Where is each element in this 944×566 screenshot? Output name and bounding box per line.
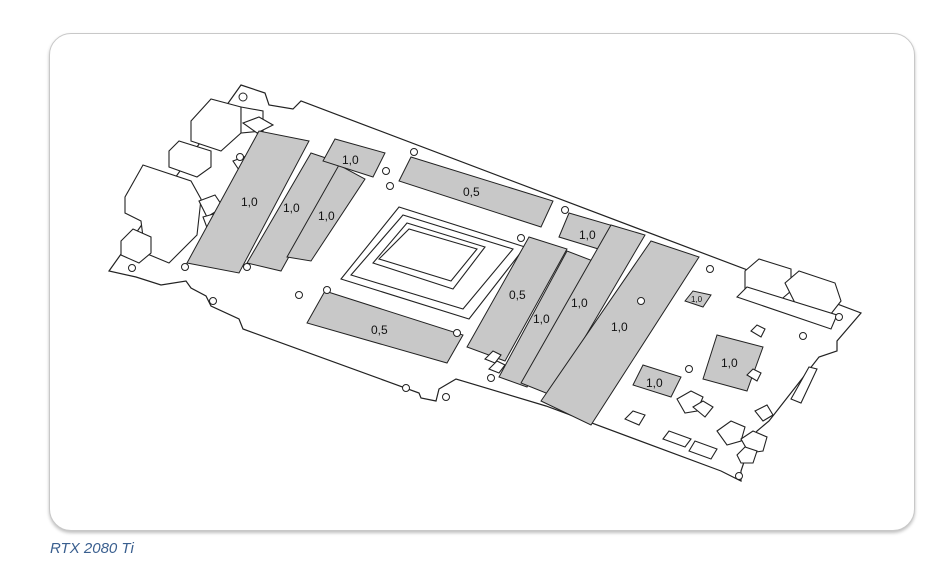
mounting-holes: [128, 92, 843, 480]
thermal-pad-bottom-center: [306, 290, 464, 364]
thermal-pad-top-center: [398, 156, 554, 228]
pad-label-mid-right: 1,0: [721, 356, 738, 370]
diagram-frame: 1,0 1,0 1,0 1,0 0,5 0,5 1,0 0,5 1,0 1,0 …: [49, 33, 915, 531]
pad-label-left-1: 1,0: [241, 195, 258, 209]
pad-label-top-center: 0,5: [463, 185, 480, 199]
thermal-pad-left-1: [186, 130, 310, 274]
gpu-board-diagram: 1,0 1,0 1,0 1,0 0,5 0,5 1,0 0,5 1,0 1,0 …: [107, 84, 863, 482]
gpu-die: [340, 206, 526, 320]
pad-labels: 1,0 1,0 1,0 1,0 0,5 0,5 1,0 0,5 1,0 1,0 …: [241, 153, 738, 390]
thermal-pad-left-top: [322, 138, 386, 178]
pad-label-left-2: 1,0: [283, 201, 300, 215]
thermal-pad-right-b: [520, 224, 646, 396]
pad-label-left-top: 1,0: [342, 153, 359, 167]
pad-label-bottom-center: 0,5: [371, 323, 388, 337]
thermal-pad-left-3: [286, 164, 366, 262]
pad-label-right-half: 0,5: [509, 288, 526, 302]
right-components: [484, 258, 842, 464]
pad-label-right-a: 1,0: [533, 312, 550, 326]
pad-label-tiny: 1,0: [691, 295, 703, 304]
thermal-pads: [186, 130, 764, 426]
pad-label-right-small: 1,0: [579, 228, 596, 242]
pad-label-left-3: 1,0: [318, 209, 335, 223]
pad-label-right-c: 1,0: [611, 320, 628, 334]
thermal-pad-right-c: [540, 240, 700, 426]
thermal-pad-lower-right: [632, 364, 682, 398]
thermal-pad-mid-right: [702, 334, 764, 392]
figure-caption: RTX 2080 Ti: [50, 540, 134, 557]
pad-label-lower-right: 1,0: [646, 376, 663, 390]
pad-label-right-b: 1,0: [571, 296, 588, 310]
thermal-pad-tiny: [684, 290, 712, 308]
